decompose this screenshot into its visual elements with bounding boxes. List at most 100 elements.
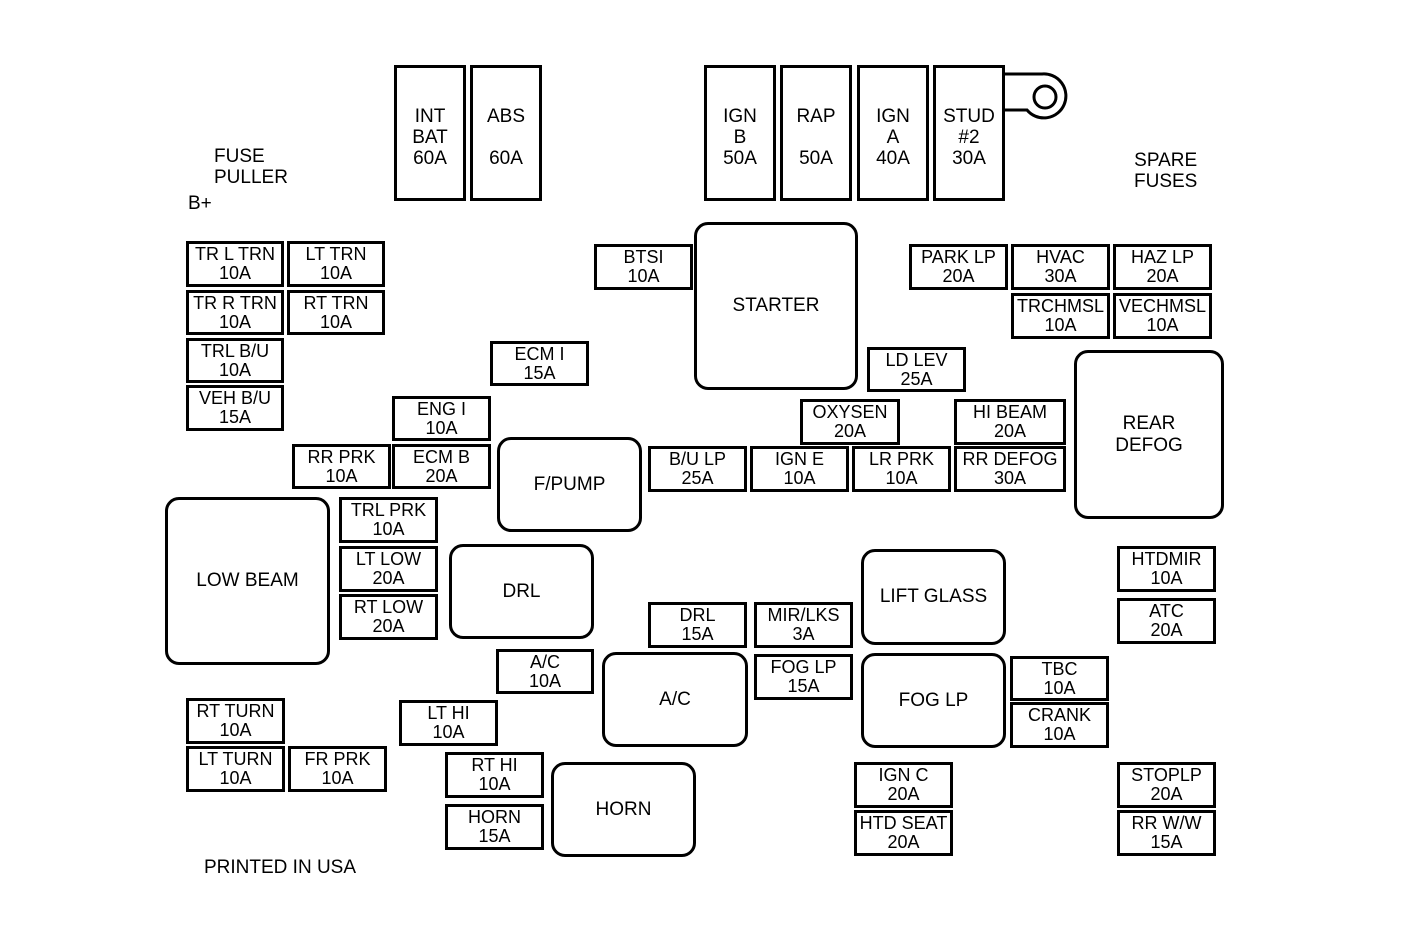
- fuse-rating: 10A: [219, 768, 252, 788]
- fuse-label: LT HI: [427, 703, 470, 723]
- maxi-fuse-abs: ABS 60A: [470, 65, 542, 201]
- relay-label: STARTER: [732, 295, 820, 316]
- spare-fuses-label: SPARE FUSES: [1134, 150, 1197, 192]
- relay-a-c: A/C: [602, 652, 748, 747]
- fuse-label: RT TRN: [303, 292, 369, 313]
- fuse-label: ABS: [486, 106, 526, 127]
- relay-label: DRL: [502, 580, 541, 602]
- fuse-label: RT HI: [471, 755, 518, 775]
- printed-in-usa-label: PRINTED IN USA: [204, 857, 357, 878]
- fuse-label: BAT: [412, 127, 448, 148]
- fuse-label: MIR/LKS: [767, 605, 840, 625]
- fuse-label: RR W/W: [1131, 813, 1202, 833]
- fuse-rating: 20A: [1150, 620, 1183, 640]
- stud-terminal-icon: [1005, 72, 1068, 120]
- relay-label: DEFOG: [1115, 434, 1183, 456]
- fuse-rating: 20A: [942, 266, 975, 286]
- fuse-rating: 20A: [1146, 266, 1179, 286]
- fuse-label: TRL PRK: [350, 500, 427, 520]
- relay-label: A/C: [659, 688, 691, 710]
- fuse-rating: 10A: [1043, 724, 1076, 744]
- fuse-label: IGN E: [774, 449, 824, 469]
- relay-label: F/PUMP: [533, 473, 606, 495]
- fuse-label: IGN: [723, 106, 757, 127]
- relay-horn: HORN: [551, 762, 696, 857]
- fuse-rating: 10A: [432, 722, 465, 742]
- fuse-label: STOPLP: [1131, 765, 1202, 785]
- fuse-label: LT TRN: [305, 244, 367, 264]
- fuse-label: TR R TRN: [193, 292, 277, 313]
- fuse-label: RAP: [796, 106, 836, 127]
- fuse-rating: 30A: [1044, 266, 1077, 286]
- fuse-rating: 20A: [372, 616, 405, 636]
- fuse-label: B: [733, 127, 747, 148]
- fuse-label: VEH B/U: [198, 388, 272, 408]
- fuse-rating: 20A: [372, 568, 405, 588]
- fuse-rating: 60A: [413, 148, 447, 169]
- fuse-label: ENG I: [416, 398, 466, 419]
- fuse-rating: 10A: [425, 417, 458, 438]
- fuse-rating: 60A: [489, 148, 523, 169]
- relay-label: LOW BEAM: [196, 570, 299, 591]
- fuse-rating: 50A: [723, 148, 757, 169]
- fuse-label: OXYSEN: [812, 402, 888, 422]
- maxi-fuse-ign-a: IGN A 40A: [857, 65, 929, 201]
- fuse-rating: 10A: [1146, 315, 1179, 335]
- fuse-rating: 10A: [219, 720, 252, 740]
- fuse-label: BTSI: [623, 247, 664, 267]
- fuse-label: VECHMSL: [1118, 296, 1207, 316]
- fuse-label: HTDMIR: [1131, 549, 1202, 569]
- fuse-rating: 25A: [681, 468, 714, 488]
- fuse-label: HORN: [468, 807, 521, 827]
- fuse-rating: 20A: [887, 784, 920, 804]
- fuse-label: FR PRK: [304, 749, 371, 769]
- relay-rear-defog: REAR DEFOG: [1074, 350, 1224, 519]
- fuse-rating: 10A: [218, 311, 252, 332]
- fuse-rating: 10A: [321, 768, 354, 788]
- fuse-rating: 15A: [1150, 832, 1183, 852]
- fuse-label: PARK LP: [921, 247, 996, 267]
- fuse-rating: 20A: [425, 465, 458, 486]
- fuse-label: HAZ LP: [1130, 247, 1195, 267]
- fuse-rating: 25A: [900, 368, 933, 389]
- fuse-label: ECM B: [412, 446, 470, 467]
- fuse-rating: 10A: [325, 465, 358, 486]
- fuse-rating: 10A: [1044, 315, 1077, 335]
- maxi-fuse-stud-2: STUD #2 30A: [933, 65, 1005, 201]
- fuse-label: A: [886, 127, 900, 148]
- fuse-rating: 15A: [478, 826, 511, 846]
- fuse-rating: 10A: [627, 266, 660, 286]
- fuse-rating: 10A: [885, 468, 918, 488]
- fuse-label: LR PRK: [868, 449, 935, 469]
- relay-label: REAR: [1122, 412, 1176, 434]
- relay-low-beam: LOW BEAM: [165, 497, 330, 665]
- fuse-rating: 10A: [319, 311, 353, 332]
- spare-fuses-label-line2: FUSES: [1134, 171, 1198, 192]
- relay-label: FOG LP: [898, 689, 969, 711]
- fuse-puller-label-line2: PULLER: [214, 167, 288, 188]
- fuse-rating: 20A: [887, 832, 920, 852]
- maxi-fuse-ign-b: IGN B 50A: [704, 65, 776, 201]
- fuse-label: LT LOW: [355, 549, 422, 569]
